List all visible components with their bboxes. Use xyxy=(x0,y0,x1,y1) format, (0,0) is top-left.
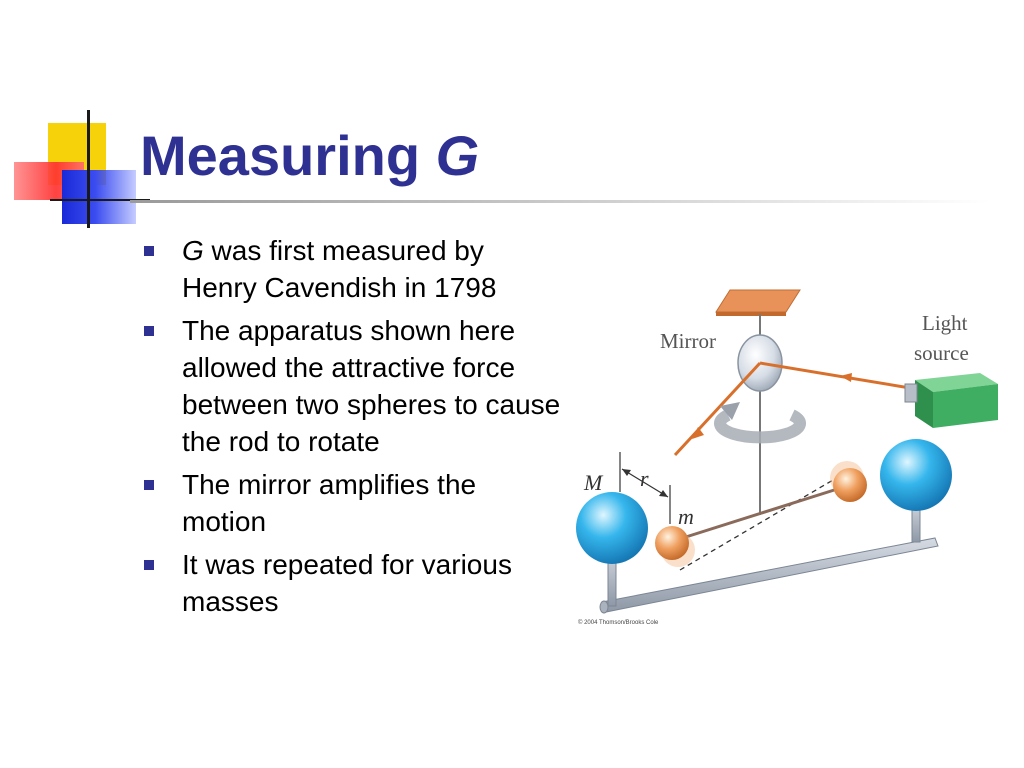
large-mass-left xyxy=(576,492,648,564)
distance-arrow-right xyxy=(659,490,668,497)
rotation-arrow-head xyxy=(720,402,740,420)
rotation-arrow-icon xyxy=(714,409,806,444)
decor-blue-square xyxy=(62,170,136,224)
bullet-square-icon xyxy=(144,326,154,336)
mirror-label: Mirror xyxy=(660,329,716,353)
bullet-square-icon xyxy=(144,480,154,490)
incident-light-beam xyxy=(759,361,911,390)
bullet-square-icon xyxy=(144,246,154,256)
distance-arrow-left xyxy=(622,469,631,476)
decor-vertical-line xyxy=(87,110,90,228)
deflection-line xyxy=(679,469,851,571)
base-end-cap xyxy=(599,600,609,614)
reflected-beam-arrow xyxy=(692,427,704,439)
large-mass-right xyxy=(880,439,952,511)
small-mass-right xyxy=(833,468,867,502)
distance-marker xyxy=(621,468,669,498)
small-mass-left xyxy=(655,526,689,560)
cavendish-apparatus-figure: Mirror Light source M r m © 2004 Thomson… xyxy=(570,280,1010,630)
ceiling-plate-edge xyxy=(716,312,786,316)
bullet-1-text: was first measured by Henry Cavendish in… xyxy=(182,235,497,303)
slide-title: Measuring G xyxy=(140,120,479,192)
title-italic: G xyxy=(435,124,480,187)
incident-beam-arrow xyxy=(840,373,852,382)
bullet-item-1: G was first measured by Henry Cavendish … xyxy=(142,232,562,306)
title-main: Measuring xyxy=(140,124,421,187)
bullet-4-text: It was repeated for various masses xyxy=(182,549,512,617)
large-mass-label: M xyxy=(583,470,604,495)
title-underline xyxy=(130,200,990,203)
bullet-3-text: The mirror amplifies the motion xyxy=(182,469,477,537)
bullet-item-2: The apparatus shown here allowed the att… xyxy=(142,312,562,460)
base-bar xyxy=(601,537,939,613)
distance-label: r xyxy=(640,466,649,491)
light-label-line2: source xyxy=(914,341,969,365)
copyright-text: © 2004 Thomson/Brooks Cole xyxy=(578,619,659,626)
light-source-front xyxy=(915,380,933,428)
decor-horizontal-line xyxy=(50,199,150,201)
bullet-square-icon xyxy=(144,560,154,570)
bullet-list: G was first measured by Henry Cavendish … xyxy=(142,232,562,626)
cavendish-diagram: Mirror Light source M r m © 2004 Thomson… xyxy=(576,289,998,626)
bullet-2-text: The apparatus shown here allowed the att… xyxy=(182,315,561,457)
light-label-line1: Light xyxy=(922,311,968,335)
bullet-1-italic: G xyxy=(182,235,204,266)
light-source-side xyxy=(933,384,998,428)
bullet-item-3: The mirror amplifies the motion xyxy=(142,466,562,540)
light-source-top xyxy=(915,373,998,392)
bullet-item-4: It was repeated for various masses xyxy=(142,546,562,620)
light-source-lens xyxy=(904,383,918,403)
reflected-light-beam xyxy=(673,361,762,457)
torsion-rod xyxy=(669,483,851,544)
ceiling-plate xyxy=(715,289,801,313)
small-mass-label: m xyxy=(678,504,694,529)
